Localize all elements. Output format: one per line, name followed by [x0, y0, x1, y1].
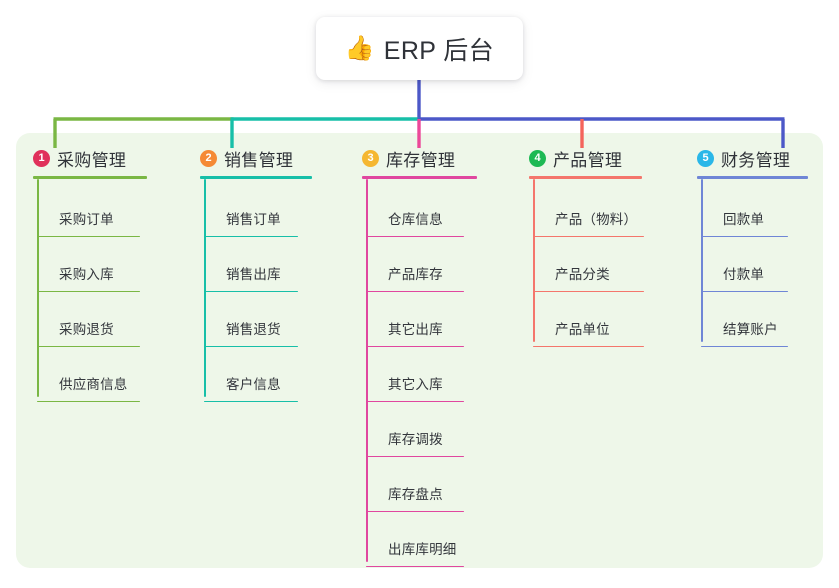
leaf-item[interactable]: 销售出库: [204, 267, 298, 293]
leaf-item[interactable]: 产品（物料）: [533, 212, 644, 238]
leaf-item[interactable]: 采购订单: [37, 212, 140, 238]
root-node-title: ERP 后台: [383, 36, 495, 65]
leaf-label: 其它入库: [388, 377, 443, 392]
column-spine-3: [366, 179, 368, 562]
leaf-label: 回款单: [723, 212, 765, 227]
leaf-item[interactable]: 回款单: [701, 212, 788, 238]
leaf-rule: [366, 235, 464, 238]
thumbs-up-icon: 👍: [344, 34, 375, 62]
root-node-content: 👍 ERP 后台: [345, 31, 494, 67]
column-title-4: 产品管理: [553, 150, 623, 170]
leaf-rule: [204, 290, 298, 293]
leaf-label: 仓库信息: [388, 212, 443, 227]
background-panel: [16, 133, 823, 568]
leaf-rule: [204, 235, 298, 238]
column-header-rule-5: [697, 176, 808, 179]
leaf-label: 供应商信息: [59, 377, 128, 392]
leaf-item[interactable]: 仓库信息: [366, 212, 464, 238]
leaf-item[interactable]: 客户信息: [204, 377, 298, 403]
column-title-2: 销售管理: [224, 150, 294, 170]
leaf-label: 产品分类: [555, 267, 610, 282]
leaf-rule: [37, 345, 140, 348]
leaf-item[interactable]: 付款单: [701, 267, 788, 293]
column-header-rule-4: [529, 176, 642, 179]
leaf-item[interactable]: 库存盘点: [366, 487, 464, 513]
leaf-label: 客户信息: [226, 377, 281, 392]
leaf-item[interactable]: 产品分类: [533, 267, 644, 293]
leaf-label: 结算账户: [723, 322, 778, 337]
column-spine-5: [701, 179, 703, 342]
leaf-rule: [701, 345, 788, 348]
leaf-label: 出库库明细: [388, 542, 457, 557]
leaf-item[interactable]: 产品单位: [533, 322, 644, 348]
leaf-label: 销售退货: [226, 322, 281, 337]
leaf-label: 付款单: [723, 267, 765, 282]
column-header-rule-3: [362, 176, 477, 179]
leaf-label: 销售出库: [226, 267, 281, 282]
column-spine-1: [37, 179, 39, 397]
leaf-label: 库存调拨: [388, 432, 443, 447]
column-4: 4 产品管理产品（物料） 产品分类产品单位: [529, 146, 644, 348]
column-header-1[interactable]: 1 采购管理: [33, 146, 147, 170]
leaf-rule: [366, 345, 464, 348]
column-3: 3 库存管理仓库信息产品库存其它出库其它入库库存调拨库存盘点出库库明细: [362, 146, 477, 568]
leaf-item[interactable]: 采购入库: [37, 267, 140, 293]
leaf-rule: [37, 290, 140, 293]
column-badge-1: 1: [33, 149, 50, 167]
leaf-item[interactable]: 销售订单: [204, 212, 298, 238]
leaf-item[interactable]: 采购退货: [37, 322, 140, 348]
leaf-label: 销售订单: [226, 212, 281, 227]
column-spine-2: [204, 179, 206, 397]
leaf-rule: [366, 400, 464, 403]
column-badge-2: 2: [200, 149, 217, 167]
leaf-rule: [533, 290, 644, 293]
leaf-rule: [37, 235, 140, 238]
column-title-1: 采购管理: [57, 150, 127, 170]
column-header-rule-1: [33, 176, 147, 179]
leaf-item[interactable]: 结算账户: [701, 322, 788, 348]
column-badge-4: 4: [529, 149, 546, 167]
leaf-rule: [37, 400, 140, 403]
column-spine-4: [533, 179, 535, 342]
leaf-label: 采购退货: [59, 322, 114, 337]
leaf-rule: [366, 510, 464, 513]
column-1: 1 采购管理采购订单采购入库采购退货供应商信息: [33, 146, 147, 403]
column-title-5: 财务管理: [721, 150, 791, 170]
column-5: 5 财务管理回款单付款单结算账户: [697, 146, 808, 348]
column-header-3[interactable]: 3 库存管理: [362, 146, 477, 170]
leaf-item[interactable]: 库存调拨: [366, 432, 464, 458]
column-header-5[interactable]: 5 财务管理: [697, 146, 808, 170]
leaf-rule: [366, 290, 464, 293]
leaf-item[interactable]: 产品库存: [366, 267, 464, 293]
leaf-item[interactable]: 其它出库: [366, 322, 464, 348]
leaf-label: 产品（物料）: [555, 212, 638, 227]
leaf-rule: [366, 565, 464, 568]
leaf-rule: [204, 400, 298, 403]
leaf-rule: [204, 345, 298, 348]
leaf-rule: [366, 455, 464, 458]
leaf-rule: [701, 290, 788, 293]
leaf-label: 产品单位: [555, 322, 610, 337]
root-node-card[interactable]: 👍 ERP 后台: [316, 17, 523, 80]
leaf-rule: [533, 345, 644, 348]
column-2: 2 销售管理销售订单销售出库销售退货客户信息: [200, 146, 312, 403]
leaf-label: 其它出库: [388, 322, 443, 337]
leaf-item[interactable]: 出库库明细: [366, 542, 464, 568]
leaf-label: 产品库存: [388, 267, 443, 282]
leaf-item[interactable]: 销售退货: [204, 322, 298, 348]
leaf-rule: [533, 235, 644, 238]
column-title-3: 库存管理: [386, 150, 456, 170]
leaf-label: 采购入库: [59, 267, 114, 282]
column-header-rule-2: [200, 176, 312, 179]
leaf-item[interactable]: 供应商信息: [37, 377, 140, 403]
leaf-item[interactable]: 其它入库: [366, 377, 464, 403]
leaf-rule: [701, 235, 788, 238]
leaf-label: 采购订单: [59, 212, 114, 227]
column-badge-3: 3: [362, 149, 379, 167]
column-header-4[interactable]: 4 产品管理: [529, 146, 642, 170]
column-badge-5: 5: [697, 149, 714, 167]
leaf-label: 库存盘点: [388, 487, 443, 502]
column-header-2[interactable]: 2 销售管理: [200, 146, 312, 170]
